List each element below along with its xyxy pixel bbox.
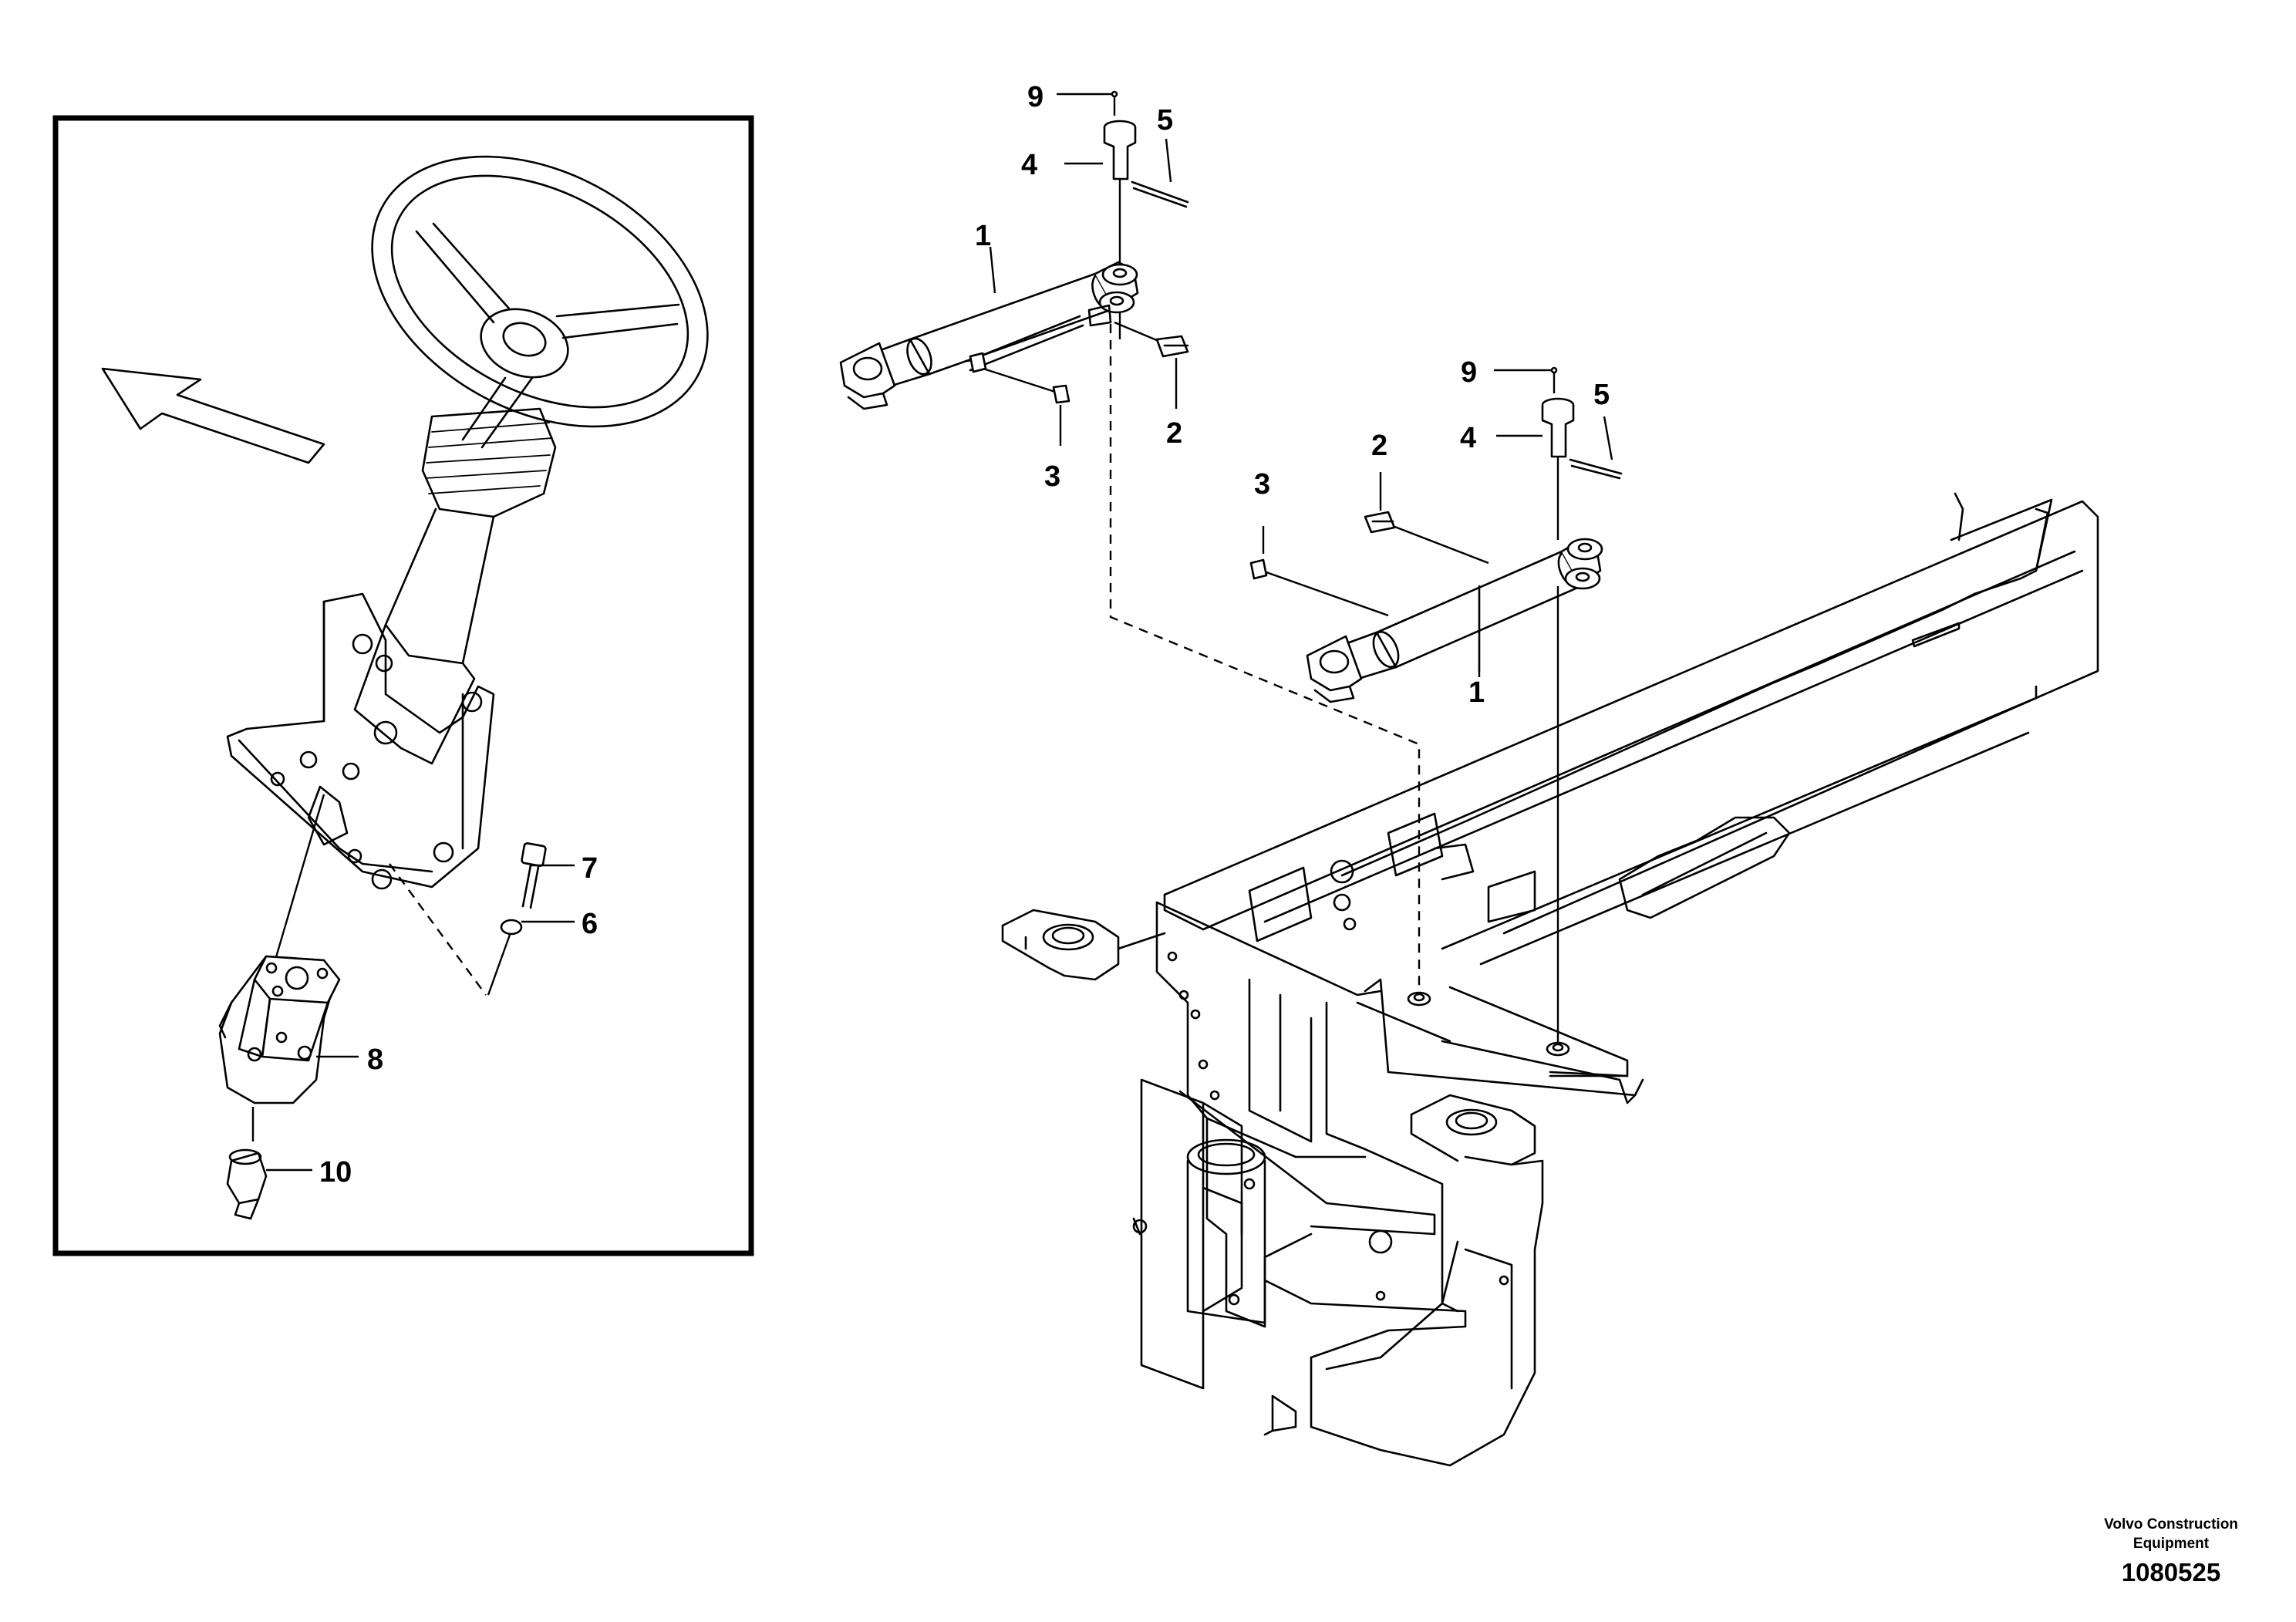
steering-column-inset xyxy=(52,115,754,1256)
callout-5-lower: 5 xyxy=(1593,379,1610,411)
callout-4-upper: 4 xyxy=(1021,149,1037,181)
callout-labels: 9 4 5 1 3 2 9 4 5 2 3 1 7 6 8 10 xyxy=(319,81,1610,1189)
fitting-2-lower xyxy=(1364,472,1489,565)
steering-cylinder-upper xyxy=(839,261,1139,410)
callout-10: 10 xyxy=(319,1156,352,1189)
callout-4-lower: 4 xyxy=(1460,422,1476,454)
steering-column xyxy=(353,407,557,765)
washer-6 xyxy=(500,919,523,936)
grease-nipple-3-lower xyxy=(1249,526,1389,617)
callout-3-upper: 3 xyxy=(1044,460,1060,493)
bolt-7 xyxy=(521,842,547,909)
brand-line-1: Volvo Construction xyxy=(2104,1516,2238,1533)
footer: Volvo Construction Equipment 1080525 xyxy=(2104,1516,2238,1587)
pin-assembly-lower xyxy=(1494,366,1623,540)
pin-assembly-upper xyxy=(1057,90,1189,339)
callout-2-lower: 2 xyxy=(1371,430,1387,462)
callout-9-lower: 9 xyxy=(1461,356,1477,389)
assembly-line-upper xyxy=(1109,324,1421,995)
steering-wheel xyxy=(371,155,709,449)
forward-direction-arrow xyxy=(101,367,325,464)
steering-valve-8 xyxy=(218,955,341,1104)
chassis-frame xyxy=(1001,492,2099,1467)
callout-2-upper: 2 xyxy=(1166,417,1182,450)
callout-1-upper: 1 xyxy=(975,220,991,252)
column-mount-bracket xyxy=(226,592,495,890)
callout-7: 7 xyxy=(582,852,598,885)
inset-frame xyxy=(52,115,754,1256)
fitting-2-upper xyxy=(1114,321,1189,409)
callout-9-upper: 9 xyxy=(1027,81,1043,113)
steering-cylinder-lower xyxy=(1306,538,1603,703)
grease-nipple-3-upper xyxy=(969,352,1070,446)
callout-8: 8 xyxy=(367,1044,383,1076)
callout-5-upper: 5 xyxy=(1157,104,1173,137)
brand-line-2: Equipment xyxy=(2133,1536,2210,1552)
callout-1-lower: 1 xyxy=(1468,676,1485,709)
document-number: 1080525 xyxy=(2122,1558,2220,1587)
callout-6: 6 xyxy=(582,908,598,940)
callout-3-lower: 3 xyxy=(1254,468,1270,501)
fitting-10 xyxy=(226,1148,268,1220)
